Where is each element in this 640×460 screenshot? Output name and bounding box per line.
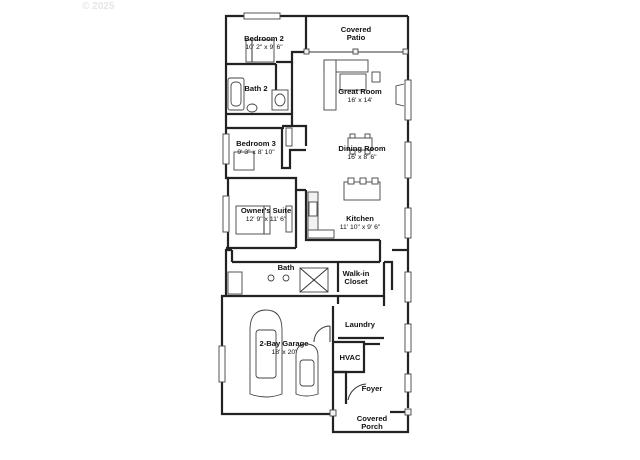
bath2-name: Bath 2 [244, 84, 267, 93]
owners-tv-console [285, 205, 293, 233]
bath-name: Bath [278, 263, 295, 272]
walk-in-closet-name: Walk-in [343, 269, 370, 278]
garage-name: 2-Bay Garage [260, 339, 309, 348]
owners-suite-name: Owner's Suite [241, 206, 291, 215]
windows [218, 12, 412, 393]
interior-walls [226, 16, 408, 414]
great-room-name: Great Room [338, 87, 382, 96]
owners-bed [235, 205, 271, 235]
garage-car-1 [249, 309, 283, 398]
dining-table [347, 133, 373, 155]
garage-door-swing [313, 325, 331, 343]
bedroom2-dims: 10' 2" x 9' 6" [245, 44, 283, 51]
great-room-dims: 16' x 14' [348, 97, 373, 104]
garage-car-2 [295, 343, 319, 397]
bedroom3-bed [233, 151, 255, 171]
owners-suite-dims: 12' 9" x 11' 6" [246, 216, 287, 223]
kitchen-dims: 11' 10" x 9' 6" [340, 224, 381, 231]
sofa [323, 59, 381, 111]
bedroom3-name: Bedroom 3 [236, 139, 276, 148]
hvac-name: HVAC [340, 353, 361, 362]
foyer-name: Foyer [362, 384, 383, 393]
patio-posts [303, 48, 409, 55]
porch-name: Covered [357, 414, 388, 423]
bathtub [227, 77, 245, 111]
patio-name-2: Patio [347, 33, 366, 42]
laundry-name: Laundry [345, 320, 376, 329]
porch-name-2: Porch [361, 422, 383, 431]
dining-room-dims: 16' x 8' 6" [347, 154, 377, 161]
kitchen-name: Kitchen [346, 214, 374, 223]
kitchen-counters [307, 191, 335, 239]
closet-doors [285, 127, 293, 147]
fireplace [395, 83, 405, 107]
walk-in-closet-name-2: Closet [344, 277, 368, 286]
garage-dims: 18' x 20' [272, 349, 297, 356]
bath-fixtures [227, 267, 329, 295]
foyer-door-swing [347, 383, 367, 401]
dining-room-name: Dining Room [338, 144, 385, 153]
porch-posts [329, 408, 412, 417]
patio-name: Covered [341, 25, 372, 34]
bedroom2-name: Bedroom 2 [244, 34, 284, 43]
bedroom2-bed [245, 39, 275, 63]
bedroom3-dims: 9' 3" x 8' 10" [237, 149, 275, 156]
kitchen-island [343, 177, 381, 201]
watermark: © 2025 [82, 1, 115, 12]
bath2-fixtures [246, 89, 289, 113]
